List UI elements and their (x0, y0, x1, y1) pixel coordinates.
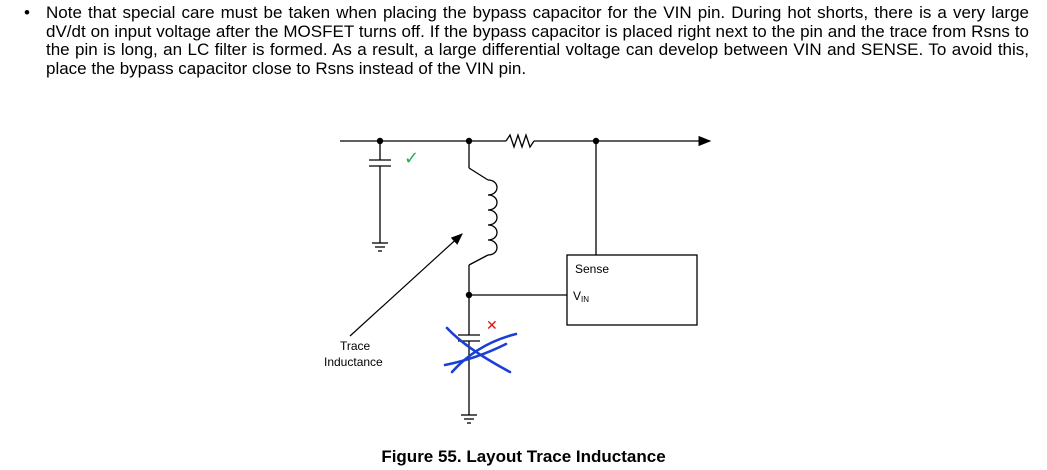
figure-caption: Figure 55. Layout Trace Inductance (381, 447, 666, 466)
inductor-lead-bottom (468, 254, 489, 266)
vin-pin-label: VIN (573, 289, 589, 304)
sense-resistor (505, 132, 535, 150)
check-mark-icon: ✓ (404, 148, 419, 169)
strike-scribble (443, 326, 518, 374)
controller-ic-box (566, 254, 698, 326)
bypass-capacitor-good (369, 141, 391, 252)
paragraph-text: Note that special care must be taken whe… (46, 3, 1029, 78)
bypass-capacitor-bad (458, 334, 480, 424)
trace-inductance-pointer (349, 233, 463, 337)
trace-label-line1: Trace (340, 339, 371, 353)
sense-pin-label: Sense (575, 262, 609, 276)
inductor-lead-top (468, 167, 489, 181)
bullet-marker: • (24, 3, 30, 22)
inductor-coil (487, 179, 498, 256)
trace-label-line2: Inductance (324, 355, 383, 369)
cross-mark-icon: ✕ (486, 318, 498, 334)
